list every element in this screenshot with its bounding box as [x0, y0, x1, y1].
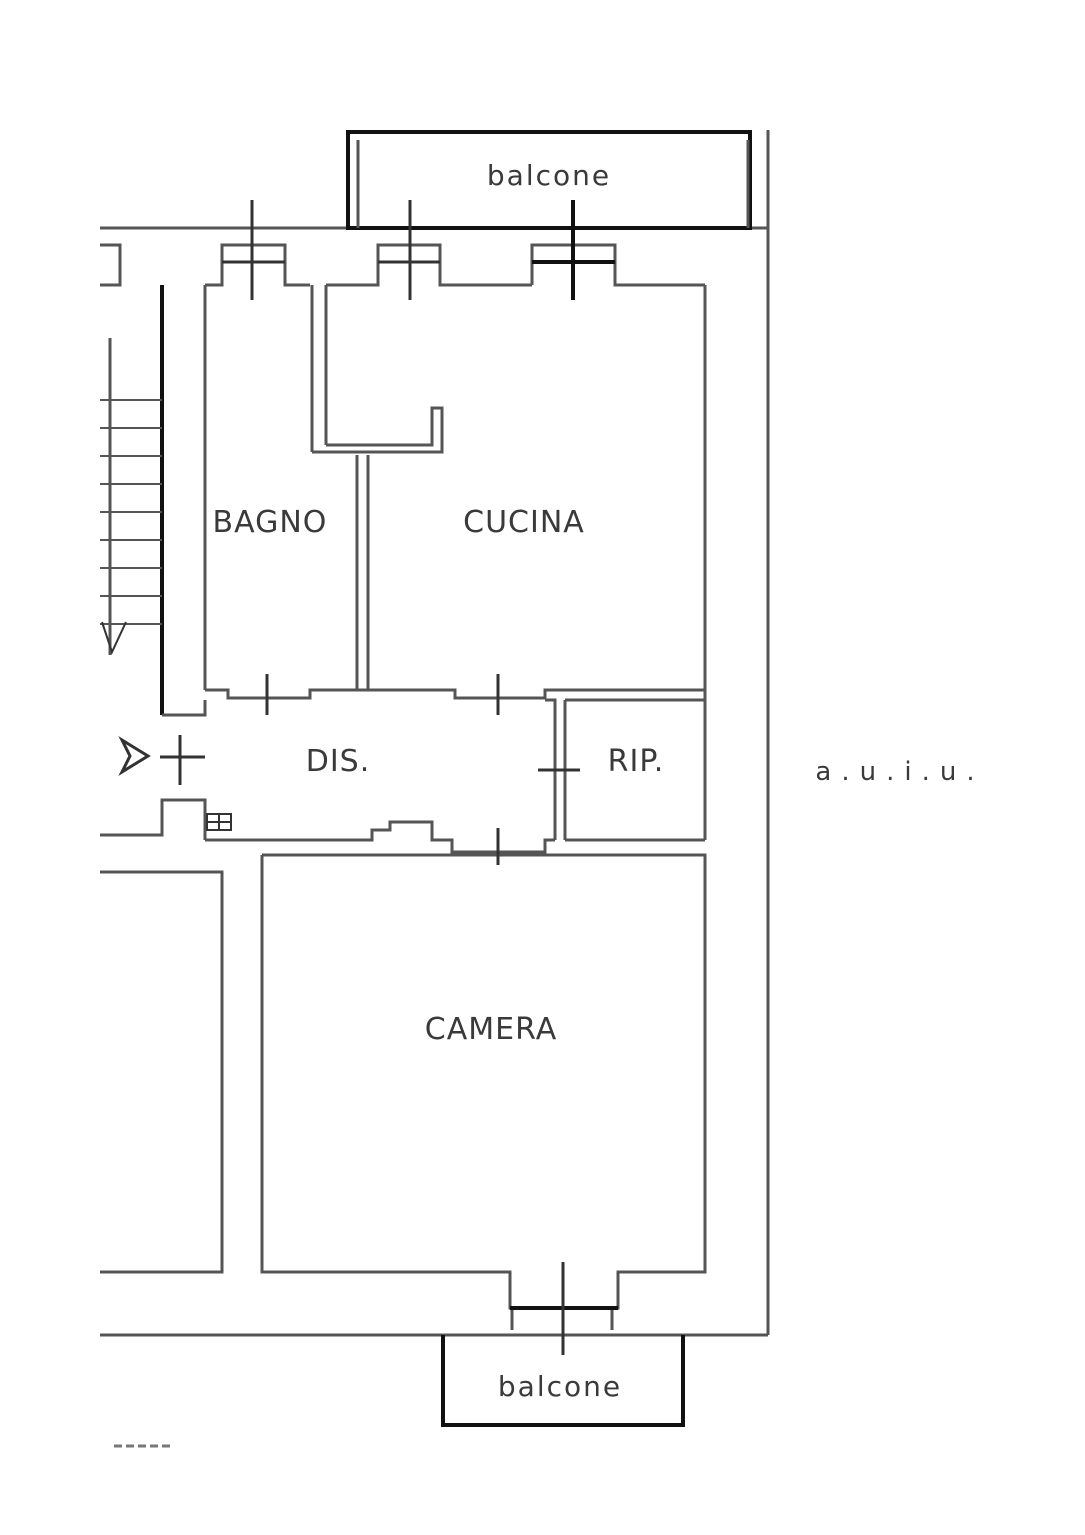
label-balcone-bottom: balcone [498, 1370, 622, 1403]
openings [160, 200, 615, 1355]
label-rip: RIP. [608, 744, 665, 779]
label-aside: a.u.i.u. [815, 757, 984, 787]
entrance-arrow-icon [118, 735, 151, 777]
meter-icon [206, 813, 232, 831]
stair-steps [100, 399, 162, 655]
label-bagno: BAGNO [213, 505, 328, 540]
walls [100, 130, 770, 1427]
label-balcone-top: balcone [487, 159, 611, 192]
label-dis: DIS. [306, 744, 371, 779]
label-cucina: CUCINA [463, 505, 585, 540]
label-camera: CAMERA [425, 1012, 557, 1047]
